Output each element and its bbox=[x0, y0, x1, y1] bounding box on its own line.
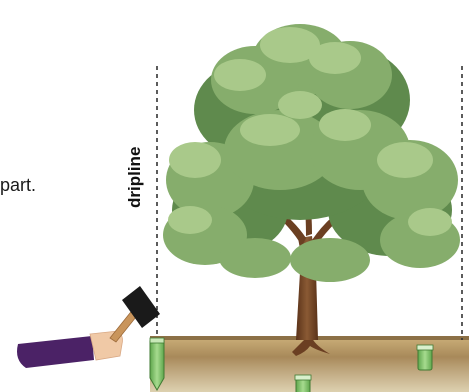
soil-probe-right bbox=[417, 345, 433, 370]
hammer-icon bbox=[110, 286, 160, 342]
instruction-text-fragment: part. bbox=[0, 175, 36, 196]
soil-probe-middle bbox=[295, 375, 311, 392]
dripline-label: dripline bbox=[125, 147, 145, 208]
soil-probe-icon bbox=[150, 338, 164, 390]
tree-icon bbox=[163, 24, 460, 356]
arm-icon bbox=[17, 331, 123, 368]
